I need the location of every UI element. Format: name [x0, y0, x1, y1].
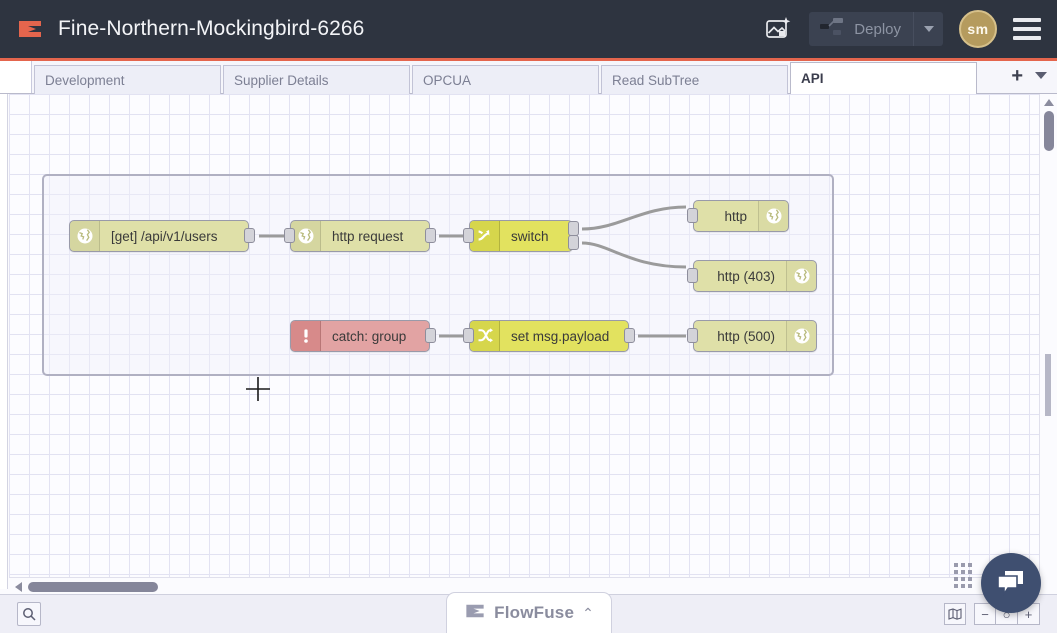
tab-label: Read SubTree: [612, 72, 700, 88]
canvas-vertical-scrollbar[interactable]: [1039, 94, 1056, 589]
flow-node-http-response-200[interactable]: http: [693, 200, 789, 232]
chat-bubble-icon[interactable]: [981, 553, 1041, 613]
deploy-network-icon: [820, 18, 845, 40]
flow-node-catch-group[interactable]: catch: group: [290, 320, 430, 352]
flow-node-label: catch: group: [332, 328, 407, 344]
node-input-port[interactable]: [284, 228, 295, 243]
drag-dot: [961, 570, 965, 574]
tab-label: Supplier Details: [234, 72, 329, 88]
flow-tab-bar: Development Supplier Details OPCUA Read Sub…: [0, 61, 1057, 94]
drag-dot: [954, 577, 958, 581]
hamburger-line: [1013, 27, 1041, 31]
tab-label: OPCUA: [423, 72, 472, 88]
workspace-left-rail: [0, 94, 8, 589]
zoom-out-minus-icon[interactable]: −: [974, 603, 996, 625]
flow-node-http-response-403[interactable]: http (403): [693, 260, 817, 292]
tab-opcua[interactable]: OPCUA: [412, 65, 599, 94]
globe-icon: [70, 221, 100, 251]
flowfuse-logo-icon: [16, 15, 44, 43]
node-input-port[interactable]: [463, 328, 474, 343]
canvas-view-controls: − ○ +: [944, 603, 1057, 625]
flow-node-label: [get] /api/v1/users: [111, 228, 218, 244]
tab-list-chevron-down-icon[interactable]: [1035, 72, 1047, 79]
flowfuse-panel-label: FlowFuse: [494, 603, 575, 622]
deploy-button[interactable]: Deploy: [809, 12, 943, 46]
flow-node-switch[interactable]: switch: [469, 220, 573, 252]
chevron-down-icon: [923, 26, 934, 32]
node-input-port[interactable]: [687, 328, 698, 343]
tab-development[interactable]: Development: [34, 65, 221, 94]
node-input-port[interactable]: [463, 228, 474, 243]
tab-bar-tools: +: [1003, 61, 1057, 93]
avatar[interactable]: sm: [959, 10, 997, 48]
tab-supplier-details[interactable]: Supplier Details: [223, 65, 410, 94]
tab-label: API: [801, 71, 824, 86]
flow-node-label: http (500): [717, 328, 775, 344]
vertical-scroll-thumb[interactable]: [1044, 111, 1054, 151]
hamburger-menu-icon[interactable]: [1013, 18, 1041, 40]
canvas-horizontal-scrollbar[interactable]: [9, 577, 1039, 594]
tab-bar-gutter: [0, 61, 32, 93]
flow-node-label: http (403): [717, 268, 775, 284]
ai-image-sparkle-icon[interactable]: [763, 14, 793, 44]
node-input-port[interactable]: [687, 208, 698, 223]
chevron-up-icon[interactable]: ⌃: [582, 604, 594, 621]
node-output-port[interactable]: [568, 221, 579, 236]
app-header: Fine-Northern-Mockingbird-6266: [0, 0, 1057, 61]
tab-api[interactable]: API: [790, 62, 977, 94]
scroll-left-arrow-icon[interactable]: [15, 582, 22, 592]
node-output-port[interactable]: [425, 228, 436, 243]
drag-dot: [968, 570, 972, 574]
node-output-port[interactable]: [244, 228, 255, 243]
search-icon[interactable]: [17, 602, 41, 626]
flow-node-label: set msg.payload: [511, 328, 610, 344]
node-output-port[interactable]: [568, 235, 579, 250]
flow-node-label: http request: [332, 228, 404, 244]
drag-dot: [968, 577, 972, 581]
deploy-button-label: Deploy: [854, 20, 901, 38]
node-output-port[interactable]: [425, 328, 436, 343]
drag-dots-icon[interactable]: [954, 563, 972, 588]
drag-dot: [954, 584, 958, 588]
tab-read-subtree[interactable]: Read SubTree: [601, 65, 788, 94]
horizontal-scroll-thumb[interactable]: [28, 582, 158, 592]
alert-exclamation-icon: [291, 321, 321, 351]
tab-label: Development: [45, 72, 125, 88]
flow-node-http-request[interactable]: http request: [290, 220, 430, 252]
drag-dot: [968, 563, 972, 567]
add-flow-icon[interactable]: +: [1011, 64, 1023, 87]
flow-canvas[interactable]: [get] /api/v1/users http request switch htt…: [9, 94, 1039, 589]
navigator-map-icon[interactable]: [944, 603, 966, 625]
node-input-port[interactable]: [687, 268, 698, 283]
scroll-up-arrow-icon[interactable]: [1044, 99, 1054, 106]
globe-icon: [291, 221, 321, 251]
flowfuse-logo-icon: [464, 600, 486, 627]
switch-branch-icon: [470, 221, 500, 251]
globe-icon: [786, 321, 816, 351]
drag-dot: [954, 563, 958, 567]
crosshair-cursor: [246, 377, 270, 401]
deploy-button-main[interactable]: Deploy: [809, 12, 913, 46]
drag-dot: [954, 570, 958, 574]
hamburger-line: [1013, 18, 1041, 22]
hamburger-line: [1013, 36, 1041, 40]
flow-node-http-in-users[interactable]: [get] /api/v1/users: [69, 220, 249, 252]
deploy-dropdown-button[interactable]: [913, 12, 943, 46]
globe-icon: [786, 261, 816, 291]
drag-dot: [968, 584, 972, 588]
drag-dot: [961, 563, 965, 567]
flowfuse-panel-tab[interactable]: FlowFuse ⌃: [446, 592, 612, 633]
globe-icon: [758, 201, 788, 231]
node-output-port[interactable]: [624, 328, 635, 343]
page-title: Fine-Northern-Mockingbird-6266: [58, 17, 365, 40]
flow-node-http-response-500[interactable]: http (500): [693, 320, 817, 352]
change-swap-icon: [470, 321, 500, 351]
flow-node-label: switch: [511, 228, 549, 244]
vertical-scroll-marker: [1045, 354, 1051, 416]
flow-node-set-msg-payload[interactable]: set msg.payload: [469, 320, 629, 352]
drag-dot: [961, 584, 965, 588]
drag-dot: [961, 577, 965, 581]
header-actions: Deploy sm: [763, 0, 1057, 58]
flow-node-label: http: [724, 208, 747, 224]
